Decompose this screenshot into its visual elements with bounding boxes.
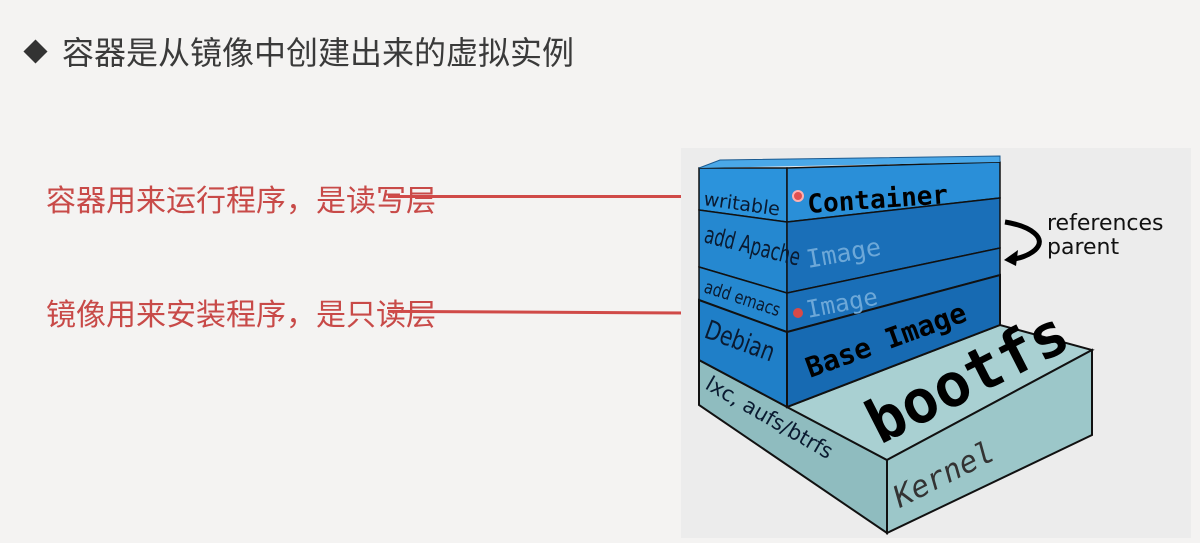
- container-pointer-dot: [792, 190, 804, 202]
- references-parent-arrow-icon: [1004, 219, 1042, 263]
- slide-title-text: 容器是从镜像中创建出来的虚拟实例: [62, 34, 575, 72]
- image-pointer-dot: [793, 308, 803, 318]
- references-label: references: [1047, 211, 1164, 236]
- container-leader-line: [388, 195, 798, 198]
- slide-title: 容器是从镜像中创建出来的虚拟实例: [22, 28, 574, 74]
- slab-front-face: [886, 348, 1093, 535]
- base-image-layer: [786, 273, 1001, 409]
- container-note: 容器用来运行程序，是读写层: [46, 184, 436, 219]
- parent-label: parent: [1047, 235, 1119, 260]
- arrowhead-icon: [1004, 250, 1018, 266]
- image-note: 镜像用来安装程序，是只读层: [46, 298, 436, 333]
- top-edge: [698, 155, 1001, 169]
